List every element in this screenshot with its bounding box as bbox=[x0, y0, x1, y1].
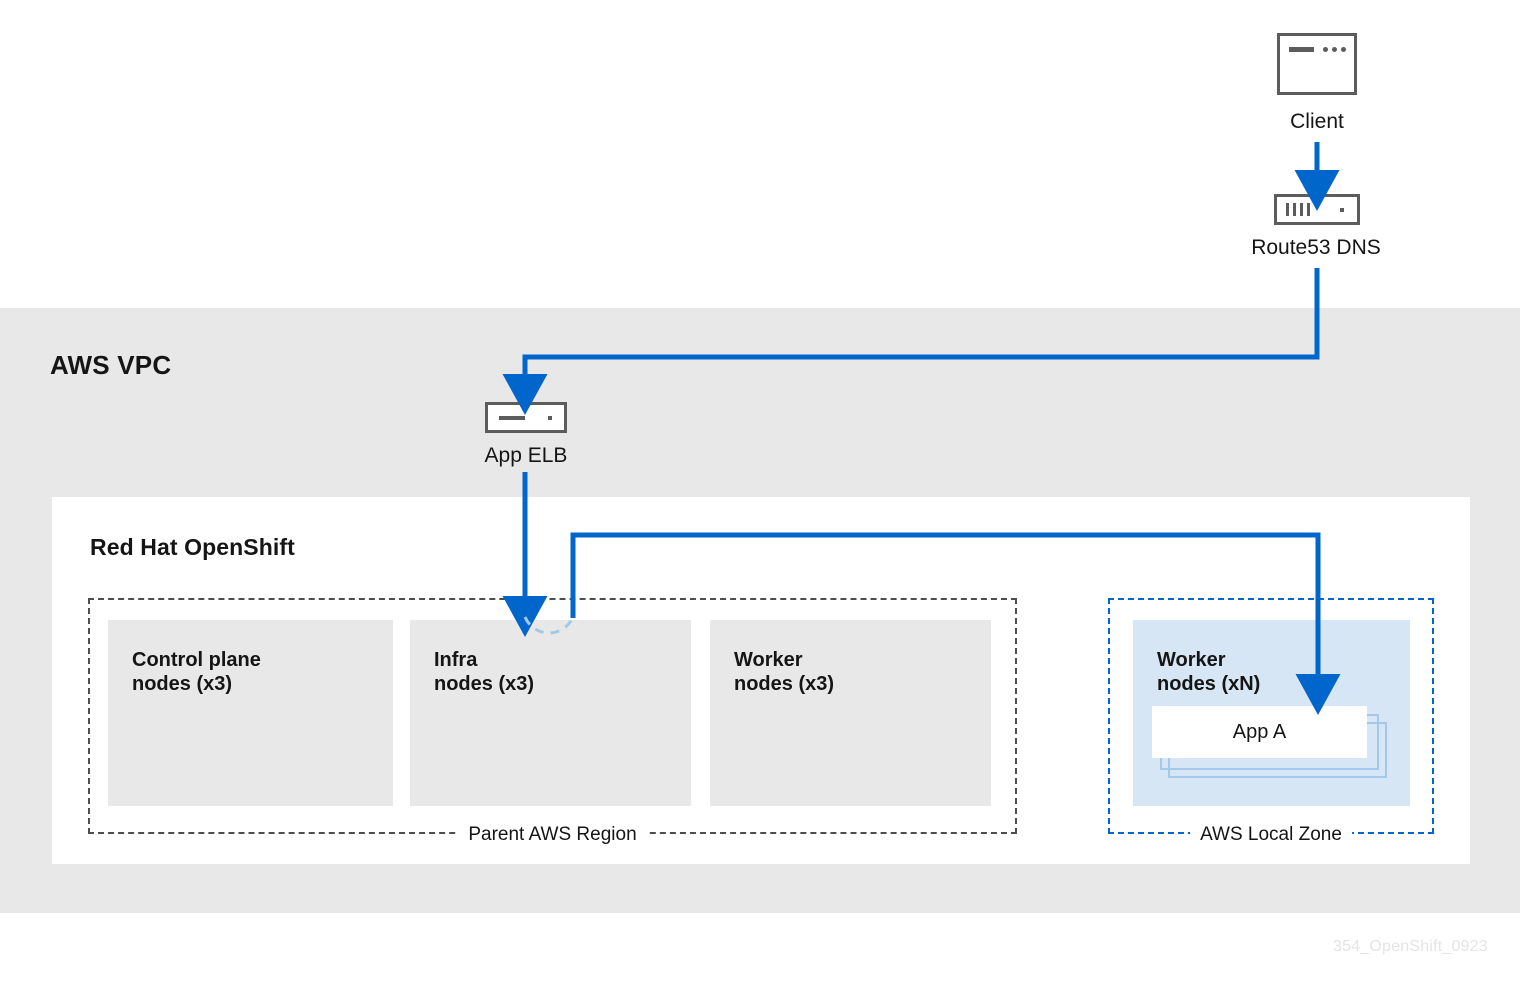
node-group-control-plane-label: Control plane nodes (x3) bbox=[132, 649, 261, 696]
openshift-title: Red Hat OpenShift bbox=[90, 534, 295, 560]
dns-server-icon bbox=[1274, 194, 1360, 225]
app-elb-label: App ELB bbox=[484, 444, 568, 467]
dns-server-bars-icon bbox=[1286, 203, 1310, 216]
load-balancer-dash-icon bbox=[499, 416, 525, 420]
route53-dns-label: Route53 DNS bbox=[1251, 236, 1381, 259]
dns-server-led-icon bbox=[1340, 208, 1344, 212]
browser-title-dash-icon bbox=[1289, 47, 1314, 52]
zone-parent-aws-region: Parent AWS Region bbox=[88, 598, 1017, 846]
node-group-control-plane: Control plane nodes (x3) bbox=[108, 620, 393, 806]
load-balancer-led-icon bbox=[548, 416, 552, 420]
node-group-infra-label: Infra nodes (x3) bbox=[434, 649, 535, 696]
browser-menu-dots-icon bbox=[1323, 47, 1346, 52]
zone-aws-local-zone-label: AWS Local Zone bbox=[1190, 824, 1352, 846]
load-balancer-icon bbox=[485, 402, 567, 433]
app-card-stack: App A bbox=[1152, 706, 1387, 778]
app-card-app-a: App A bbox=[1152, 706, 1367, 758]
node-group-worker-local-zone-label: Worker nodes (xN) bbox=[1157, 649, 1261, 696]
client-label: Client bbox=[1290, 110, 1344, 133]
node-group-infra: Infra nodes (x3) bbox=[410, 620, 691, 806]
zone-parent-aws-region-label: Parent AWS Region bbox=[458, 824, 647, 846]
browser-window-icon bbox=[1277, 33, 1357, 95]
node-group-worker-region-label: Worker nodes (x3) bbox=[734, 649, 835, 696]
zone-aws-local-zone: AWS Local Zone bbox=[1108, 598, 1434, 846]
aws-vpc-title: AWS VPC bbox=[50, 350, 172, 380]
watermark-text: 354_OpenShift_0923 bbox=[1333, 938, 1488, 955]
node-group-worker-region: Worker nodes (x3) bbox=[710, 620, 991, 806]
